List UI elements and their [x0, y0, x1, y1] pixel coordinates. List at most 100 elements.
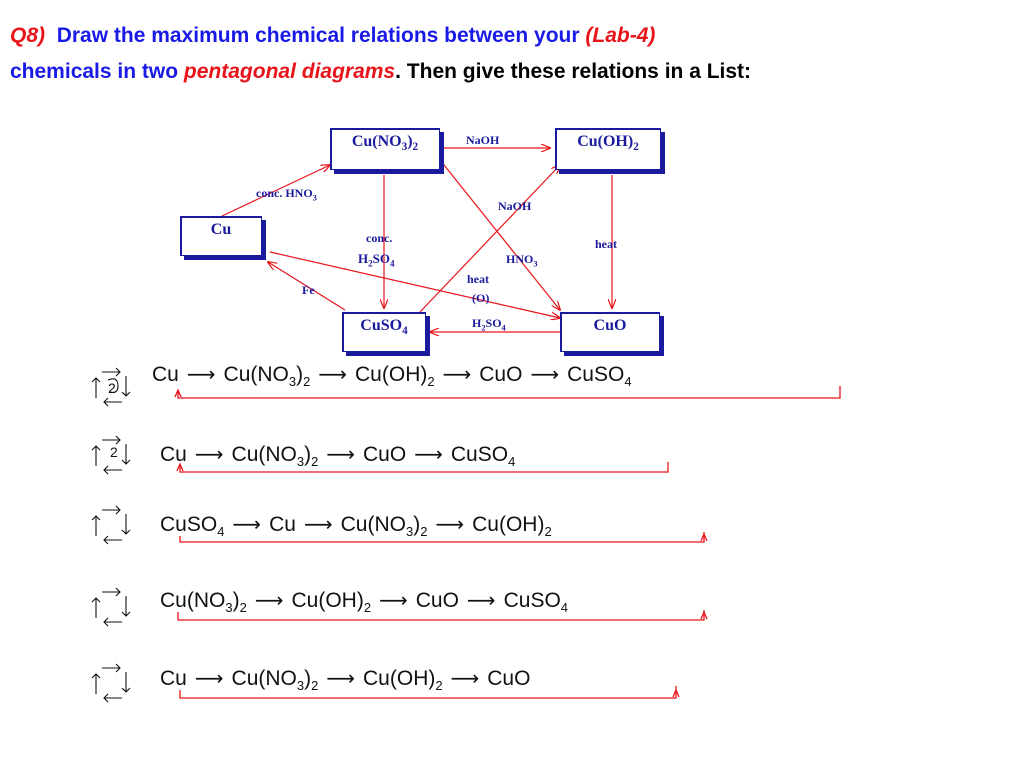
node-cuoh2-text: Cu(OH)	[577, 133, 634, 150]
formula-text: Cu	[160, 443, 187, 466]
formula-text: Cu	[152, 363, 179, 386]
formula-subscript: 3	[288, 374, 297, 390]
arrow-cuso4-to-cuoh2	[419, 165, 560, 313]
formula: Cu(OH)2	[363, 667, 443, 694]
reagent-heat-o: heat	[467, 272, 489, 286]
formula-text: CuSO	[160, 513, 218, 536]
formula-text: Cu(NO	[231, 443, 297, 466]
seq4-connector	[177, 610, 705, 621]
reaction-arrow: ⟶	[318, 362, 348, 386]
formula-subscript: 2	[420, 524, 428, 540]
question-line-2: chemicals in two pentagonal diagrams. Th…	[10, 60, 751, 84]
formula: Cu	[160, 443, 187, 466]
reagent-fe: Fe	[302, 283, 315, 297]
reagent-heat-right: heat	[595, 237, 617, 251]
reagent-h2so4-left-b: SO	[372, 251, 391, 266]
question-number: Q8)	[10, 24, 46, 47]
reagent-h2so4-bottom-s2: 4	[501, 323, 506, 333]
sequence-1: Cu⟶Cu(NO3)2⟶Cu(OH)2⟶CuO⟶CuSO4	[152, 362, 632, 389]
reaction-arrow: ⟶	[450, 666, 480, 690]
formula: Cu	[160, 667, 187, 690]
node-cuno3-close: )	[407, 133, 413, 150]
formula-subscript: 4	[624, 374, 632, 390]
formula-subscript: 4	[560, 600, 569, 616]
reagent-conc-hno3-text: conc. HNO	[256, 186, 313, 200]
formula: CuO	[416, 589, 459, 612]
formula-subscript: 3	[405, 524, 414, 540]
formula-subscript: 2	[239, 600, 247, 616]
cycle-icon-1	[91, 367, 131, 407]
node-cuno3-sub1: 3	[401, 141, 408, 154]
cycle-number-2: 2	[110, 444, 118, 460]
arrow-cuso4-to-cu	[268, 262, 346, 311]
cycle-number-1: 2	[108, 380, 116, 396]
formula-text: Cu(NO	[231, 667, 297, 690]
formula-text: Cu(NO	[160, 589, 226, 612]
formula: Cu(NO3)2	[231, 667, 319, 694]
arrow-cu-to-cuo	[269, 251, 560, 318]
formula: CuSO4	[504, 589, 569, 616]
node-cuso4: CuSO4	[342, 312, 426, 352]
formula-subscript: 2	[435, 678, 443, 694]
sequence-2: Cu⟶Cu(NO3)2⟶CuO⟶CuSO4	[160, 442, 515, 469]
reagent-h2so4-left-s2: 4	[390, 258, 395, 269]
reagent-hno3-sub: 3	[533, 259, 538, 269]
question-text-2b: . Then give these relations in a List:	[395, 60, 752, 83]
formula-subscript: 4	[217, 524, 225, 540]
reagent-h2so4-bottom: H2SO4	[472, 316, 506, 332]
formula: CuO	[479, 363, 522, 386]
pentagonal-diagrams-label: pentagonal diagrams	[183, 60, 396, 83]
reaction-arrow: ⟶	[466, 588, 496, 612]
formula: CuO	[363, 443, 406, 466]
formula: Cu(OH)2	[472, 513, 552, 539]
node-cu-text: Cu	[210, 221, 232, 238]
formula-text: CuO	[415, 589, 459, 612]
formula: CuSO4	[567, 363, 632, 390]
seq4-connector-tip	[700, 610, 708, 620]
node-cuno3-text: Cu(NO	[351, 133, 402, 150]
reagent-naoh-mid: NaOH	[498, 199, 532, 213]
formula: CuSO4	[450, 443, 515, 469]
reaction-arrow: ⟶	[379, 588, 408, 612]
formula-text: Cu(OH)	[363, 667, 436, 690]
sequence-5: Cu⟶Cu(NO3)2⟶Cu(OH)2⟶CuO	[160, 666, 530, 693]
reaction-arrow: ⟶	[326, 442, 356, 466]
seq2-connector-tip	[176, 462, 184, 472]
reaction-arrow: ⟶	[194, 442, 224, 466]
node-cuno3: Cu(NO3)2	[330, 128, 440, 170]
formula: Cu(NO3)2	[231, 443, 319, 469]
reagent-h2so4-left-a: H	[358, 251, 369, 266]
formula-text: Cu	[160, 667, 187, 690]
node-cuso4-text: CuSO	[360, 317, 403, 334]
formula-text: Cu(OH)	[291, 589, 364, 612]
cycle-icon-4	[91, 587, 131, 627]
reaction-arrow: ⟶	[232, 512, 262, 536]
reaction-arrow: ⟶	[186, 362, 216, 386]
formula-subscript: 2	[363, 600, 372, 616]
seq5-connector-tip	[672, 688, 680, 698]
formula: CuSO4	[160, 513, 225, 540]
formula-text: CuSO	[450, 443, 509, 466]
question-text-1: Draw the maximum chemical relations betw…	[56, 24, 580, 47]
formula: Cu(OH)2	[355, 363, 435, 389]
formula-subscript: 3	[296, 678, 305, 694]
cycle-icon-5	[91, 663, 131, 703]
formula: Cu	[152, 363, 179, 386]
node-cuo-text: CuO	[593, 317, 627, 334]
node-cuo: CuO	[560, 312, 660, 352]
formula-text: )	[296, 363, 304, 386]
reagent-h2so4-bottom-a: H	[472, 316, 482, 330]
formula-text: Cu(OH)	[355, 363, 428, 386]
reagent-h2so4-bottom-b: SO	[485, 316, 502, 330]
seq1-connector-tip	[174, 388, 182, 398]
formula-subscript: 3	[225, 600, 233, 616]
seq5-connector	[179, 686, 677, 699]
reagent-h2so4-left: H2SO4	[358, 251, 395, 269]
node-cuso4-sub: 4	[402, 325, 408, 338]
reaction-arrow: ⟶	[530, 362, 560, 386]
formula-subscript: 2	[311, 678, 319, 694]
question-text-2a: chemicals in two	[10, 60, 179, 83]
formula-text: CuO	[479, 363, 523, 386]
formula-text: Cu(OH)	[472, 513, 545, 536]
